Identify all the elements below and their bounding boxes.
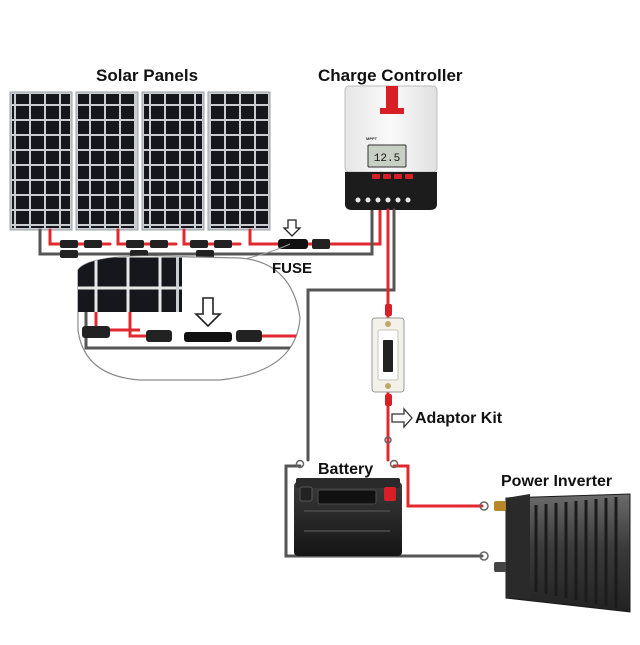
solar-panel-icon: [207, 91, 271, 231]
down-arrow-icon: [194, 297, 222, 328]
solar-panel-array: [9, 91, 271, 231]
power-inverter-label: Power Inverter: [501, 473, 613, 490]
right-arrow-icon: [391, 407, 413, 429]
solar-panel-icon: [75, 91, 139, 231]
solar-panel-icon: [141, 91, 205, 231]
solar-panels-label: Solar Panels: [96, 66, 199, 85]
adaptor-kit-label: Adaptor Kit: [415, 410, 503, 427]
fuse-icon: [278, 239, 330, 249]
down-arrow-icon: [282, 219, 302, 237]
adaptor-kit: [371, 304, 405, 444]
controller-brand: MPPT: [366, 136, 378, 141]
controller-lcd-readout: 12.5: [374, 153, 400, 165]
fuse-label: FUSE: [272, 260, 313, 277]
fuse-zoom-callout: [77, 243, 301, 381]
charge-controller-icon: MPPT 12.5: [344, 85, 438, 210]
battery-icon: [294, 459, 402, 556]
fuse-icon: [371, 317, 405, 393]
battery-label: Battery: [318, 461, 374, 478]
power-inverter-icon: [479, 493, 631, 613]
solar-panel-icon: [9, 91, 73, 231]
mc4-connectors: [60, 219, 330, 258]
charge-controller-label: Charge Controller: [318, 66, 463, 85]
